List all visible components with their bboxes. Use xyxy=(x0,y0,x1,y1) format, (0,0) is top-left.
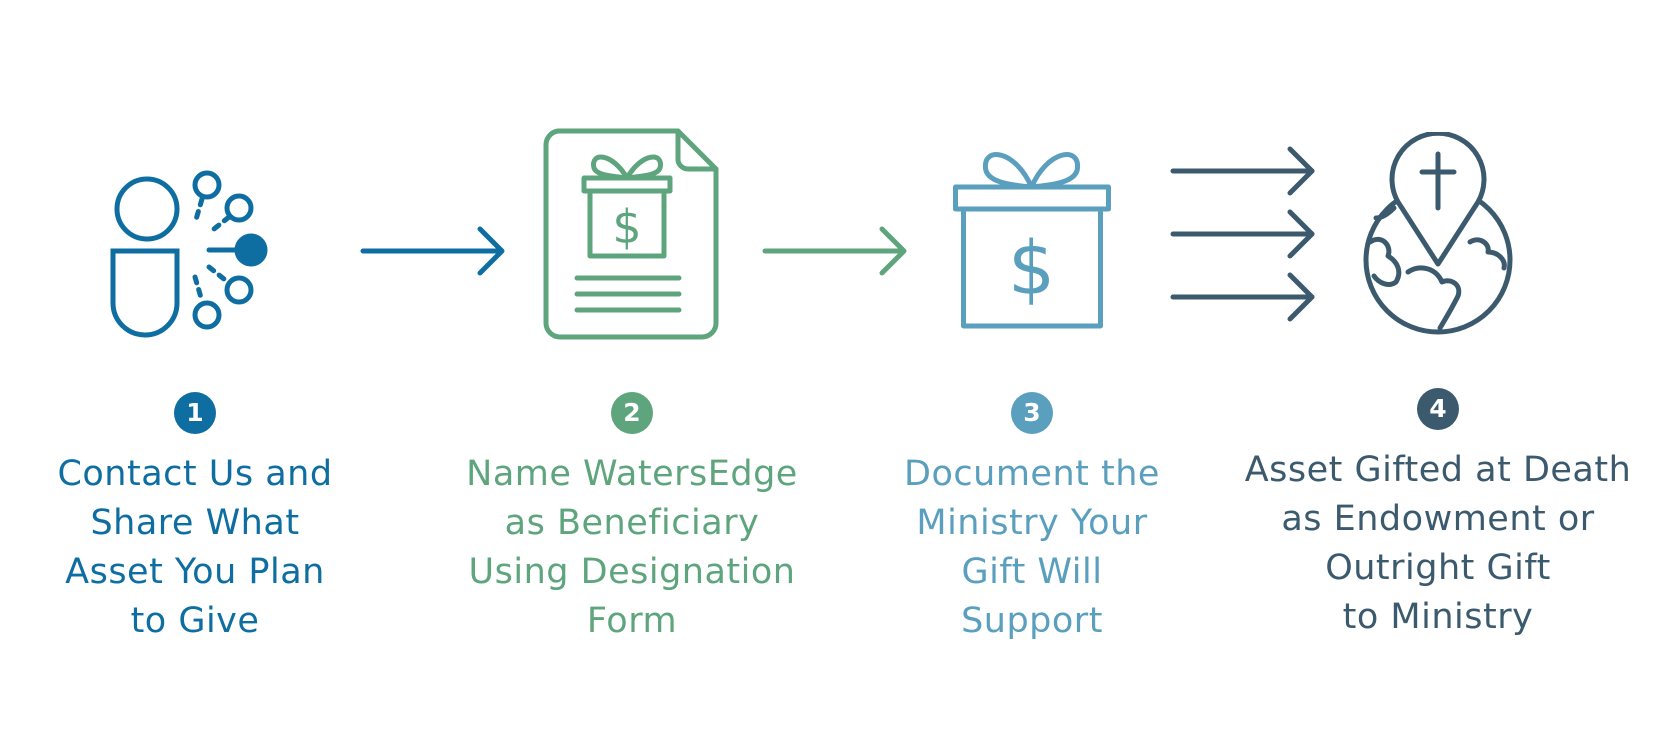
step-label-line: Gift Will xyxy=(961,552,1103,592)
step-number-badge: 2 xyxy=(611,392,653,434)
step-label-line: as Endowment or xyxy=(1281,499,1595,539)
step-2: $ 2 Name WatersEdge as Beneficiary Using… xyxy=(432,0,832,751)
step-label-line: Support xyxy=(961,601,1103,641)
svg-text:$: $ xyxy=(1008,226,1055,312)
step-label-line: Ministry Your xyxy=(916,503,1148,543)
gift-document-icon: $ xyxy=(542,128,722,348)
step-label-line: to Give xyxy=(130,601,260,641)
step-label-line: to Ministry xyxy=(1342,597,1534,637)
step-label-line: Share What xyxy=(90,503,300,543)
step-label: Contact Us and Share What Asset You Plan… xyxy=(0,450,395,646)
step-label-line: Contact Us and xyxy=(57,454,333,494)
step-label: Asset Gifted at Death as Endowment or Ou… xyxy=(1238,446,1638,642)
step-label: Name WatersEdge as Beneficiary Using Des… xyxy=(432,450,832,646)
arrow-right-icon xyxy=(762,224,912,283)
step-label-line: Asset You Plan xyxy=(65,552,325,592)
step-label-line: Using Designation xyxy=(468,552,796,592)
svg-text:$: $ xyxy=(612,200,641,254)
step-label-line: Asset Gifted at Death xyxy=(1244,450,1632,490)
step-label-line: Name WatersEdge xyxy=(466,454,798,494)
step-number-badge: 4 xyxy=(1417,388,1459,430)
step-3: $ 3 Document the Ministry Your Gift Will… xyxy=(832,0,1232,751)
step-1: 1 Contact Us and Share What Asset You Pl… xyxy=(0,0,395,751)
person-network-icon xyxy=(105,165,285,345)
globe-ministry-pin-icon xyxy=(1358,130,1518,342)
step-label-line: Outright Gift xyxy=(1325,548,1551,588)
arrow-right-icon xyxy=(360,224,510,283)
gift-box-dollar-icon: $ xyxy=(950,142,1115,337)
step-number-badge: 1 xyxy=(174,392,216,434)
step-label-line: Form xyxy=(586,601,678,641)
step-label-line: Document the xyxy=(904,454,1160,494)
step-4: 4 Asset Gifted at Death as Endowment or … xyxy=(1238,0,1638,751)
step-label: Document the Ministry Your Gift Will Sup… xyxy=(832,450,1232,646)
step-label-line: as Beneficiary xyxy=(504,503,760,543)
triple-arrow-icon xyxy=(1170,146,1320,331)
step-number-badge: 3 xyxy=(1011,392,1053,434)
